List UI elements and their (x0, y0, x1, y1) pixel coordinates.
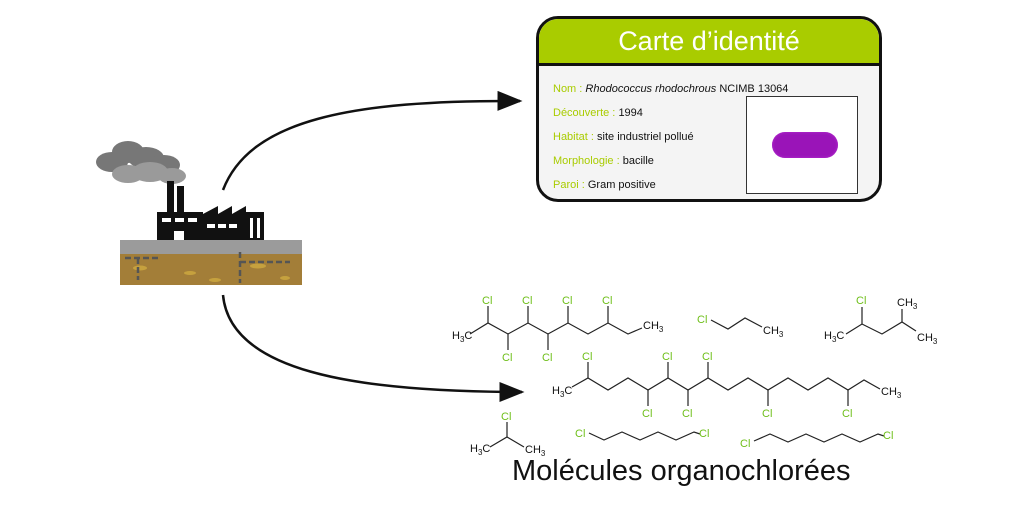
methyl-group: CH3 (763, 325, 784, 339)
methyl-group: CH3 (897, 297, 918, 311)
methyl-group: H3C (452, 330, 472, 344)
chlorine-atom: Cl (842, 408, 852, 420)
molecule-7: Cl Cl (740, 430, 893, 450)
methyl-group: CH3 (917, 332, 938, 346)
field-value-scientific: Rhodococcus rhodochrous (585, 83, 717, 95)
chlorine-atom: Cl (740, 438, 750, 450)
chlorine-atom: Cl (522, 295, 532, 307)
chlorine-atom: Cl (482, 295, 492, 307)
chlorine-atom: Cl (562, 295, 572, 307)
field-value: site industriel pollué (597, 131, 694, 143)
molecules-group: Cl Cl Cl Cl Cl Cl H3C CH3 Cl CH3 Cl H3C … (452, 295, 938, 458)
chlorine-atom: Cl (697, 314, 707, 326)
chlorine-atom: Cl (662, 351, 672, 363)
field-label: Nom : (553, 83, 583, 95)
field-value: bacille (622, 155, 654, 167)
methyl-group: CH3 (881, 386, 902, 400)
microscope-image (746, 96, 858, 194)
field-label: Habitat : (553, 131, 594, 143)
molecule-2: Cl CH3 (697, 314, 784, 339)
chlorine-atom: Cl (542, 352, 552, 364)
molecule-6: Cl Cl (575, 428, 709, 441)
field-morphologie: Morphologie : bacille (553, 155, 654, 167)
methyl-group: CH3 (643, 320, 664, 334)
molecule-3: Cl H3C CH3 CH3 (824, 295, 938, 346)
methyl-group: CH3 (525, 444, 546, 458)
chlorine-atom: Cl (575, 428, 585, 440)
smoke-icon-light (112, 162, 186, 184)
chlorine-atom: Cl (502, 352, 512, 364)
chlorine-atom: Cl (642, 408, 652, 420)
factory-icon (157, 181, 264, 240)
field-habitat: Habitat : site industriel pollué (553, 131, 694, 143)
field-value: Gram positive (587, 179, 656, 191)
field-nom: Nom : Rhodococcus rhodochrous NCIMB 1306… (553, 83, 788, 95)
arrow-to-card (221, 90, 523, 191)
chlorine-atom: Cl (702, 351, 712, 363)
chlorine-atom: Cl (582, 351, 592, 363)
chlorine-atom: Cl (883, 430, 893, 442)
molecules-title: Molécules organochlorées (512, 455, 851, 487)
chlorine-atom: Cl (602, 295, 612, 307)
field-value: NCIMB 13064 (719, 83, 789, 95)
chlorine-atom: Cl (856, 295, 866, 307)
chlorine-atom: Cl (501, 411, 511, 423)
methyl-group: H3C (824, 330, 844, 344)
arrow-to-molecules (221, 294, 525, 402)
molecule-4: Cl Cl Cl Cl Cl Cl Cl H3C CH3 (552, 351, 902, 420)
identity-card: Carte d’identité Nom : Rhodococcus rhodo… (536, 16, 882, 202)
methyl-group: H3C (552, 385, 572, 399)
chlorine-atom: Cl (682, 408, 692, 420)
field-value: 1994 (618, 107, 643, 119)
molecule-1: Cl Cl Cl Cl Cl Cl H3C CH3 (452, 295, 664, 364)
factory-windows (162, 218, 260, 240)
chlorine-atom: Cl (699, 428, 709, 440)
card-title: Carte d’identité (539, 19, 879, 66)
field-label: Découverte : (553, 107, 616, 119)
molecule-5: Cl H3C CH3 (470, 411, 546, 458)
ground-icon (120, 240, 302, 285)
field-paroi: Paroi : Gram positive (553, 179, 656, 191)
field-decouverte: Découverte : 1994 (553, 107, 643, 119)
methyl-group: H3C (470, 443, 490, 457)
bacillus-icon (772, 132, 838, 158)
field-label: Morphologie : (553, 155, 620, 167)
chlorine-atom: Cl (762, 408, 772, 420)
field-label: Paroi : (553, 179, 585, 191)
